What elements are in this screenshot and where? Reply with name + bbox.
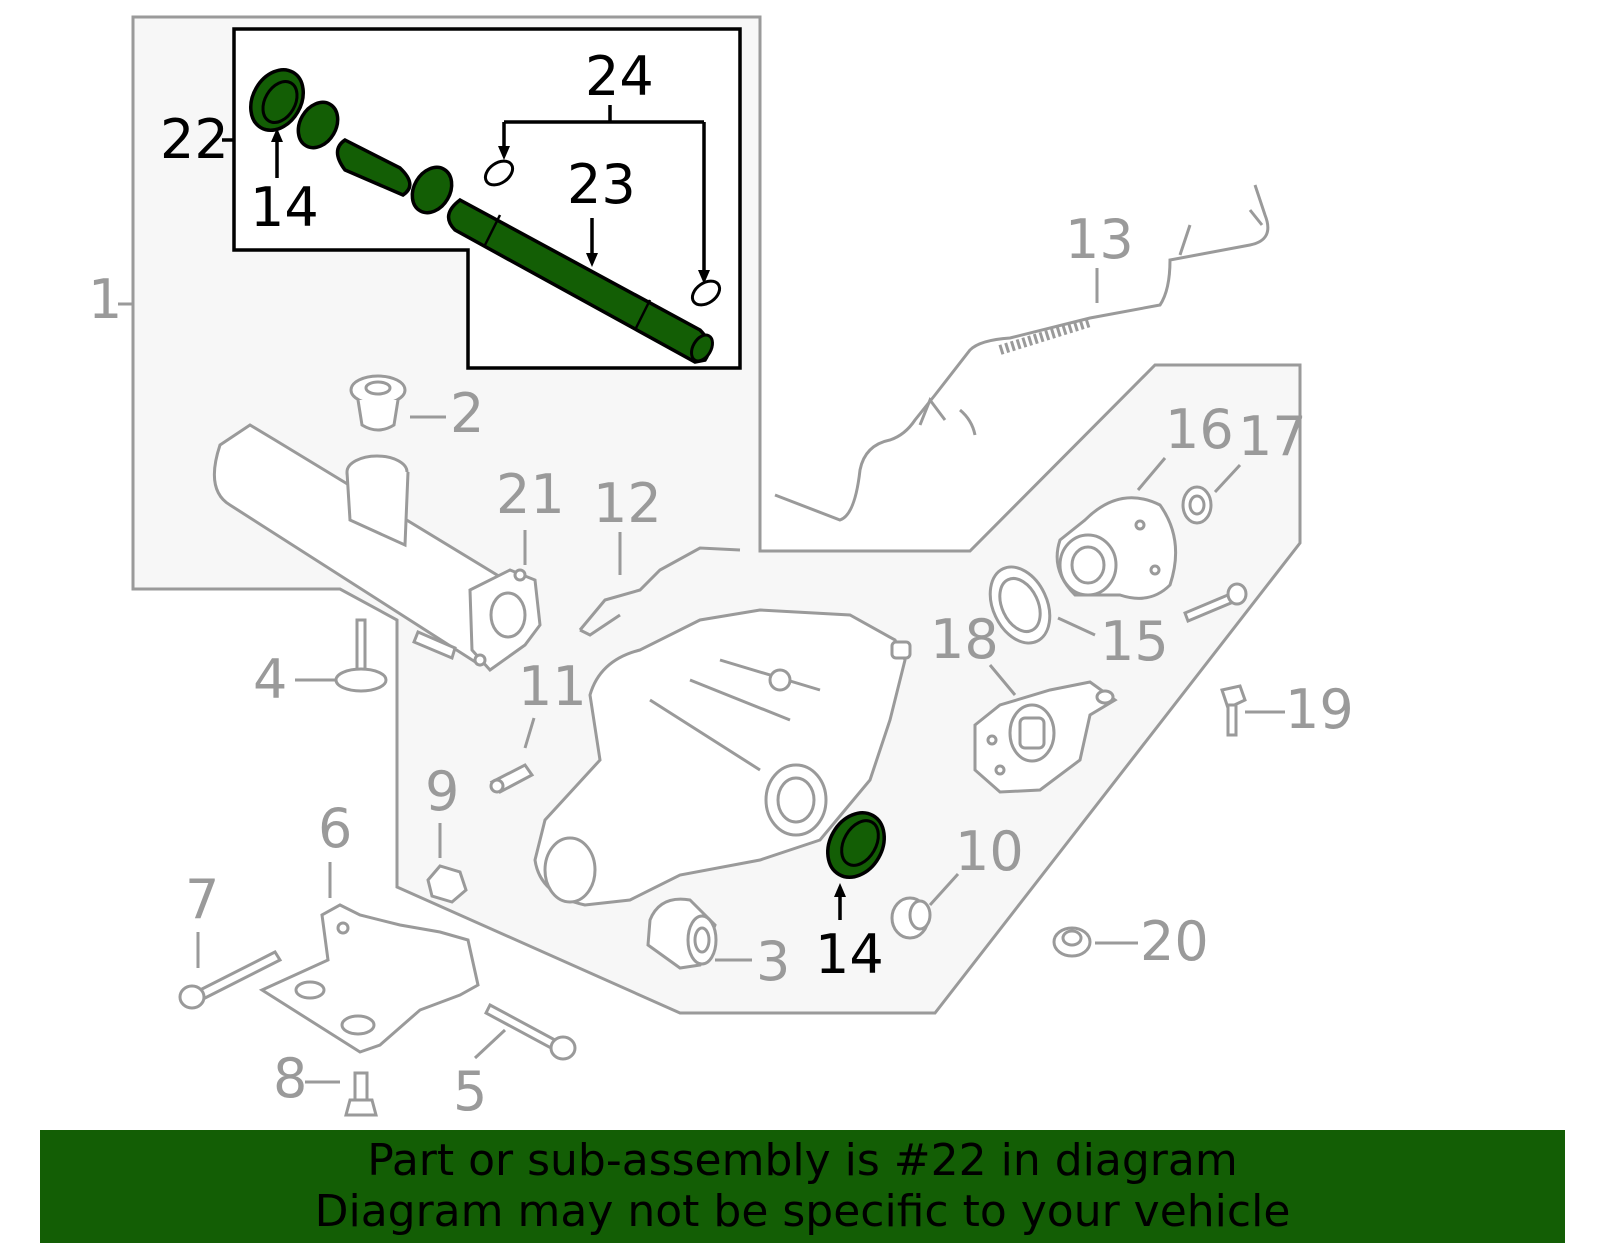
vent-tube-13-coil (998, 317, 1092, 355)
seal-15[interactable] (979, 557, 1062, 652)
banner-line-1: Part or sub-assembly is #22 in diagram (367, 1135, 1238, 1186)
shaft-end (690, 333, 714, 363)
bolt-19[interactable] (1220, 684, 1247, 737)
callout-14-top: 14 (250, 176, 319, 239)
callout-21: 21 (496, 463, 565, 526)
washer-17[interactable] (1181, 485, 1213, 525)
bolt-7[interactable] (178, 950, 283, 1010)
nut-20[interactable] (1052, 926, 1092, 958)
callout-11: 11 (518, 655, 587, 718)
subassembly-22-parts[interactable] (240, 60, 717, 364)
crossmember-21[interactable] (212, 423, 542, 672)
mount-18[interactable] (973, 680, 1118, 794)
callout-17: 17 (1238, 405, 1307, 468)
callout-19: 19 (1285, 678, 1354, 741)
bushing-ring-2 (410, 165, 454, 215)
bushing-10[interactable] (890, 896, 932, 940)
callout-15: 15 (1100, 610, 1169, 673)
arrow-24b (698, 270, 710, 284)
callout-20: 20 (1140, 910, 1209, 973)
callout-18: 18 (930, 608, 999, 671)
arrow-14-top (271, 128, 283, 142)
bracket-6[interactable] (258, 903, 480, 1054)
callout-23: 23 (567, 153, 636, 216)
bolt-8[interactable] (344, 1071, 378, 1117)
shaft-spline-mark-2 (633, 299, 652, 331)
callout-22: 22 (160, 108, 229, 171)
sleeve (335, 137, 412, 197)
shaft-spline-mark-1 (483, 214, 502, 246)
info-banner: Part or sub-assembly is #22 in diagram D… (40, 1130, 1565, 1243)
cap-2[interactable] (349, 374, 407, 432)
callout-13: 13 (1065, 208, 1134, 271)
callout-1: 1 (88, 268, 122, 331)
bracket-12[interactable] (578, 546, 741, 637)
stud-4[interactable] (334, 618, 388, 693)
callout-9: 9 (425, 760, 459, 823)
callout-10: 10 (955, 820, 1024, 883)
o-ring-24-b[interactable] (688, 276, 724, 310)
leader-24 (502, 105, 706, 272)
callout-2: 2 (450, 382, 484, 445)
callout-14-bottom: 14 (815, 923, 884, 986)
seal-14-bottom[interactable] (816, 803, 895, 888)
callout-3: 3 (756, 930, 790, 993)
differential-housing[interactable] (533, 608, 912, 907)
bolt-5[interactable] (484, 1002, 577, 1061)
callout-24: 24 (585, 45, 654, 108)
o-ring-24-a[interactable] (481, 156, 517, 190)
vent-tube-13-clip (1178, 209, 1264, 256)
seal-14-top-inner (261, 80, 299, 124)
bushing-9[interactable] (426, 864, 468, 904)
callout-6: 6 (318, 797, 352, 860)
arrow-14-bottom (834, 883, 846, 897)
callout-4: 4 (253, 648, 287, 711)
housing-16[interactable] (1055, 496, 1178, 600)
callout-5: 5 (453, 1060, 487, 1123)
bolt-near-16-head (1226, 582, 1248, 606)
bushing-3[interactable] (646, 897, 718, 970)
callout-8: 8 (273, 1047, 307, 1110)
vent-tube-13[interactable] (774, 184, 1270, 522)
banner-line-2: Diagram may not be specific to your vehi… (314, 1186, 1291, 1237)
sensor-11[interactable] (489, 763, 535, 794)
gray-leaders (118, 268, 1285, 1084)
arrow-23 (586, 253, 598, 267)
arrow-24a (498, 146, 510, 160)
callout-16: 16 (1165, 398, 1234, 461)
callout-12: 12 (593, 472, 662, 535)
callout-7: 7 (185, 868, 219, 931)
bushing-ring-1 (296, 100, 340, 150)
vent-tube-13-fork (918, 396, 977, 436)
